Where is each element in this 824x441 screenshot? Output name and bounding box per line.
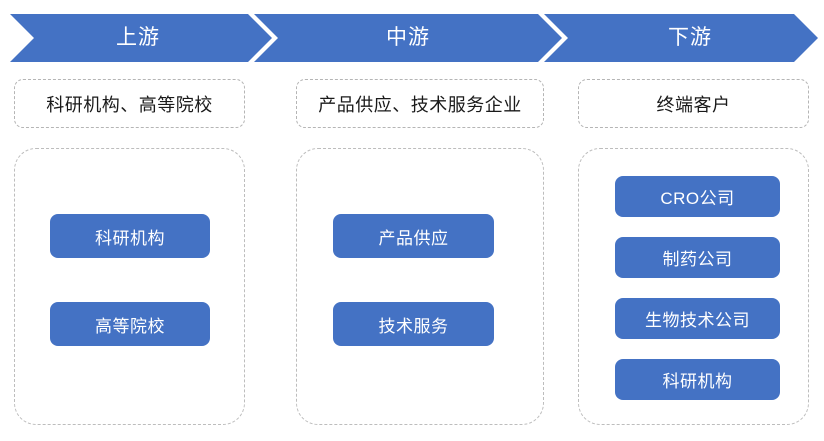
item-downstream-4[interactable]: 科研机构 [615,359,780,400]
caption-box-upstream: 科研机构、高等院校 [14,79,245,128]
arrow-shape-upstream[interactable] [10,14,272,62]
arrow-shape-midstream[interactable] [254,14,562,62]
item-downstream-3[interactable]: 生物技术公司 [615,298,780,339]
item-downstream-2[interactable]: 制药公司 [615,237,780,278]
panel-midstream [296,148,544,425]
arrow-label-upstream: 上游 [116,26,160,49]
arrow-shape-downstream[interactable] [544,14,818,62]
caption-text-upstream: 科研机构、高等院校 [46,94,213,115]
item-midstream-2[interactable]: 技术服务 [333,302,494,346]
panel-upstream [14,148,245,425]
caption-box-downstream: 终端客户 [578,79,809,128]
stage-arrow-banner: 上游 中游 下游 [0,0,824,72]
caption-text-midstream: 产品供应、技术服务企业 [318,94,522,115]
item-midstream-1[interactable]: 产品供应 [333,214,494,258]
arrow-label-downstream: 下游 [668,26,712,49]
item-upstream-1[interactable]: 科研机构 [50,214,210,258]
item-downstream-1[interactable]: CRO公司 [615,176,780,217]
item-upstream-2[interactable]: 高等院校 [50,302,210,346]
arrow-banner-shapes [10,14,818,62]
caption-box-midstream: 产品供应、技术服务企业 [296,79,544,128]
arrow-label-midstream: 中游 [386,26,430,49]
caption-text-downstream: 终端客户 [656,94,731,115]
